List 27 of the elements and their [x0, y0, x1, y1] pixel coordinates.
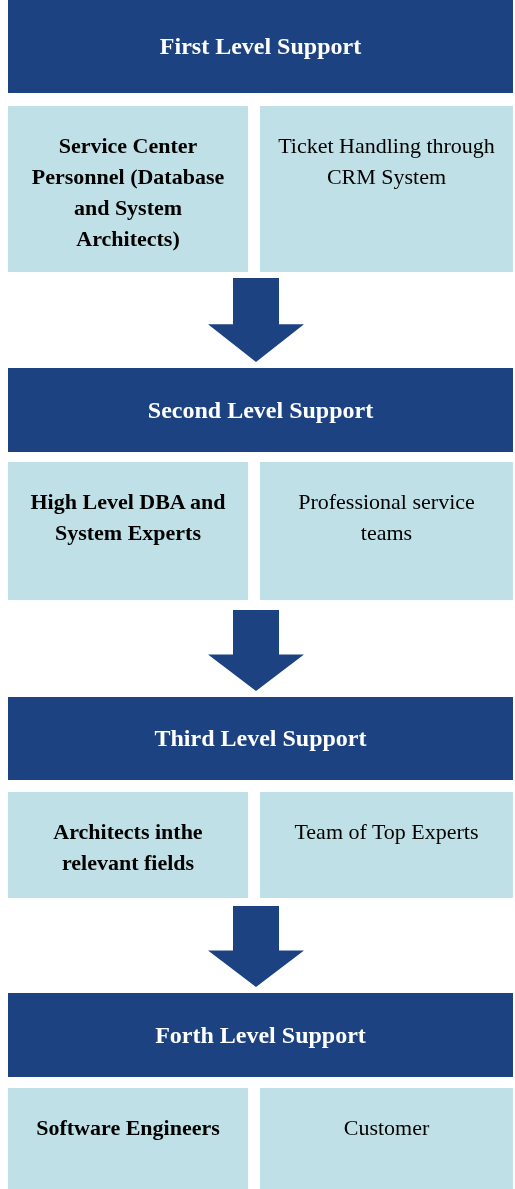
role-box — [260, 1088, 513, 1189]
level-title: Forth Level Support — [155, 1021, 366, 1049]
level-header-band — [8, 368, 513, 452]
role-box — [260, 106, 513, 272]
role-text: Ticket Handling through CRM System — [277, 132, 496, 191]
down-arrow — [208, 278, 304, 362]
role-text: Architects inthe relevant fields — [52, 818, 204, 877]
role-box — [8, 106, 248, 272]
level-header-band — [8, 993, 513, 1077]
level-header-band — [8, 0, 513, 93]
role-text: Customer — [343, 1114, 430, 1142]
role-box — [260, 462, 513, 600]
role-text: High Level DBA and System Experts — [29, 488, 227, 547]
level-header-band — [8, 697, 513, 780]
down-arrow — [208, 610, 304, 691]
role-text: Professional service teams — [297, 488, 476, 547]
level-title: First Level Support — [159, 33, 362, 60]
role-box — [260, 792, 513, 898]
role-text: Team of Top Experts — [294, 818, 479, 846]
level-title: Third Level Support — [154, 725, 367, 752]
down-arrow — [208, 906, 304, 987]
role-box — [8, 462, 248, 600]
role-box — [8, 792, 248, 898]
level-title: Second Level Support — [147, 396, 374, 424]
role-text: Software Engineers — [36, 1114, 220, 1142]
role-box — [8, 1088, 248, 1189]
role-text: Service Center Personnel (Database and System Architects) — [30, 132, 226, 253]
